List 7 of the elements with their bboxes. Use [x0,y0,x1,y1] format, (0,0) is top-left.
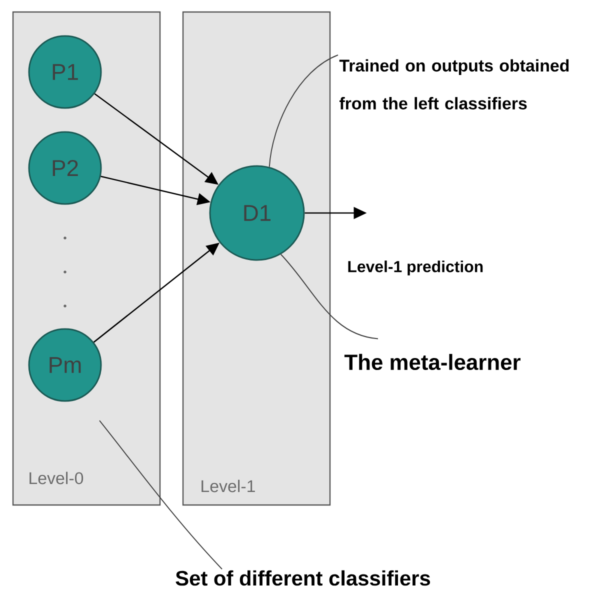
leader-line [99,420,222,570]
annotation-text: The meta-learner [344,354,520,370]
output-label: Level-1 prediction [348,260,483,276]
annotation-text: Trained on outputs obtained from the left classifiers [339,59,569,110]
leader-line [268,54,338,168]
leader-line [280,254,378,340]
annotation-text: Set of different classifiers [176,570,430,586]
